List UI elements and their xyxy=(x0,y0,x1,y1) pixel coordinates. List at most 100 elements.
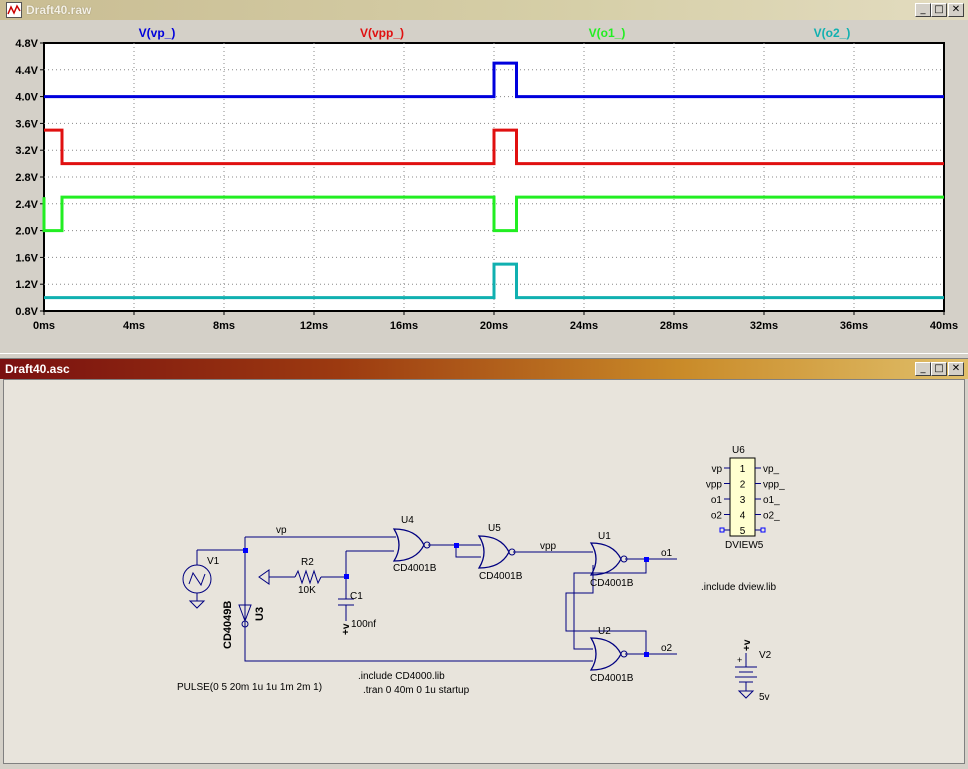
y-tick-label: 3.6V xyxy=(15,118,38,130)
u3-label: U3 xyxy=(254,607,266,621)
schematic-window-title: Draft40.asc xyxy=(5,362,70,376)
trace-line[interactable] xyxy=(44,61,944,99)
x-tick-label: 28ms xyxy=(660,320,688,332)
directive-pulse[interactable]: PULSE(0 5 20m 1u 1u 1m 2m 1) xyxy=(177,682,322,693)
waveform-chart[interactable]: 0.8V1.2V1.6V2.0V2.4V2.8V3.2V3.6V4.0V4.4V… xyxy=(0,20,968,353)
gate-type: CD4001B xyxy=(590,578,634,589)
v2-label: V2 xyxy=(759,650,772,661)
u6-pin-number: 5 xyxy=(740,526,746,537)
gate-bubble xyxy=(423,541,431,549)
maximize-button[interactable]: □ xyxy=(931,362,947,376)
r2-label: R2 xyxy=(301,557,314,568)
waveform-app-icon xyxy=(6,2,22,18)
x-tick-label: 24ms xyxy=(570,320,598,332)
gate-type: CD4001B xyxy=(590,673,634,684)
c1-label: C1 xyxy=(350,591,363,602)
gate-body xyxy=(589,637,622,671)
directive-include-dview[interactable]: .include dview.lib xyxy=(701,582,776,593)
directive-tran[interactable]: .tran 0 40m 0 1u startup xyxy=(363,685,470,696)
y-tick-label: 2.4V xyxy=(15,199,38,211)
directive-include-cd4000[interactable]: .include CD4000.lib xyxy=(358,671,445,682)
minimize-button[interactable]: _ xyxy=(915,3,931,17)
y-tick-label: 2.0V xyxy=(15,226,38,238)
gate-type: CD4001B xyxy=(393,563,437,574)
trace-line[interactable] xyxy=(42,195,944,233)
u6-pin-left-label: o2 xyxy=(711,511,723,522)
u6-pin-left-label: vpp xyxy=(706,480,723,491)
junction-dots xyxy=(243,543,649,657)
close-button[interactable]: ✕ xyxy=(948,362,964,376)
v2-plus-sign: + xyxy=(737,655,742,665)
trace-line[interactable] xyxy=(44,128,944,166)
minimize-button[interactable]: _ xyxy=(915,362,931,376)
gate-body xyxy=(477,535,510,569)
resistor-r2[interactable]: R2 10K xyxy=(258,557,322,596)
y-tick-label: 4.0V xyxy=(15,92,38,104)
net-label-o2: o2 xyxy=(661,643,673,654)
window-separator xyxy=(0,353,968,359)
u6-pin-open-left xyxy=(719,527,725,533)
x-tick-label: 40ms xyxy=(930,320,958,332)
x-tick-label: 12ms xyxy=(300,320,328,332)
c1-supply-label: +v xyxy=(341,623,352,635)
capacitor-c1[interactable]: C1 100nf +v xyxy=(338,591,376,635)
y-tick-label: 1.2V xyxy=(15,279,38,291)
schematic-wires xyxy=(197,536,677,662)
legend-entry[interactable]: V(vpp_) xyxy=(360,26,404,40)
x-tick-label: 0ms xyxy=(33,320,55,332)
gate-label: U1 xyxy=(598,531,611,542)
u6-pin-open-right xyxy=(760,527,766,533)
legend-entry[interactable]: V(o1_) xyxy=(589,26,626,40)
u6-pin-number: 3 xyxy=(740,495,746,506)
x-tick-label: 20ms xyxy=(480,320,508,332)
y-tick-label: 4.8V xyxy=(15,38,38,50)
y-tick-label: 0.8V xyxy=(15,306,38,318)
plot-legend: V(vp_) V(vpp_) V(o1_) V(o2_) xyxy=(139,26,851,40)
voltage-source-v1[interactable]: V1 xyxy=(182,550,220,609)
u6-pin-left-label: o1 xyxy=(711,495,723,506)
v2-supply-label: +v xyxy=(742,639,753,651)
gate-label: U4 xyxy=(401,515,414,526)
x-tick-label: 32ms xyxy=(750,320,778,332)
schematic-window-titlebar[interactable]: Draft40.asc _ □ ✕ xyxy=(0,359,968,379)
maximize-button[interactable]: □ xyxy=(931,3,947,17)
u6-label: U6 xyxy=(732,445,745,456)
u6-pin-number: 2 xyxy=(740,480,746,491)
y-axis-ticks: 0.8V1.2V1.6V2.0V2.4V2.8V3.2V3.6V4.0V4.4V… xyxy=(15,38,44,318)
gate-type: CD4001B xyxy=(479,571,523,582)
waveform-window-title: Draft40.raw xyxy=(26,3,92,17)
y-tick-label: 1.6V xyxy=(15,252,38,264)
close-button[interactable]: ✕ xyxy=(948,3,964,17)
x-tick-label: 36ms xyxy=(840,320,868,332)
u6-pin-right-label: vp_ xyxy=(763,464,780,475)
inverter-u3[interactable]: U3 CD4049B xyxy=(222,601,266,649)
y-tick-label: 4.4V xyxy=(15,65,38,77)
u3-type: CD4049B xyxy=(222,601,234,649)
u6-pin-right-label: vpp_ xyxy=(763,480,785,491)
v1-label: V1 xyxy=(207,556,220,567)
x-tick-label: 16ms xyxy=(390,320,418,332)
legend-entry[interactable]: V(vp_) xyxy=(139,26,176,40)
net-label-vp: vp xyxy=(276,525,287,536)
y-tick-label: 3.2V xyxy=(15,145,38,157)
voltage-source-v2[interactable]: +v V2 + 5v xyxy=(735,639,772,703)
u6-pin-number: 1 xyxy=(740,464,746,475)
gate-label: U5 xyxy=(488,523,501,534)
gate-label: U2 xyxy=(598,626,611,637)
waveform-window-titlebar[interactable]: Draft40.raw _ □ ✕ xyxy=(0,0,968,20)
v2-value: 5v xyxy=(759,692,770,703)
trace-line[interactable] xyxy=(44,262,944,300)
net-label-o1: o1 xyxy=(661,548,673,559)
legend-entry[interactable]: V(o2_) xyxy=(814,26,851,40)
